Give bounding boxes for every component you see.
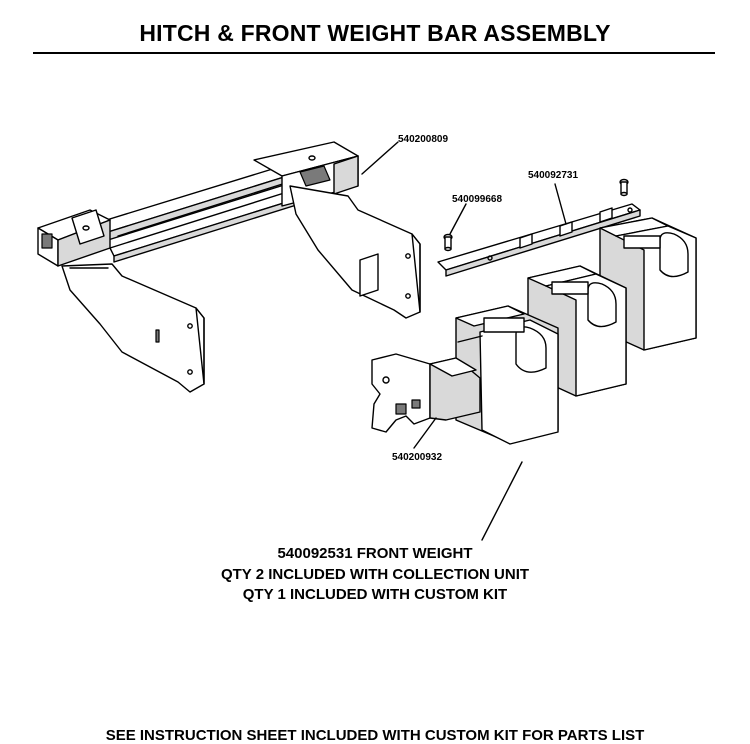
label-540092731: 540092731 [528, 170, 578, 181]
right-side-plate [289, 185, 421, 319]
caption-line-3: QTY 1 INCLUDED WITH CUSTOM KIT [242, 586, 508, 603]
leader-540200932 [413, 417, 437, 449]
right-clamp-slot [299, 165, 331, 187]
hitch-frame [37, 141, 421, 393]
caption-line-1: 540092531 FRONT WEIGHT [277, 545, 473, 562]
label-540099668: 540099668 [452, 194, 502, 205]
right-plate-tab [359, 253, 379, 297]
pin-left [443, 233, 453, 252]
page-title: HITCH & FRONT WEIGHT BAR ASSEMBLY [139, 20, 611, 46]
leader-front-weight [481, 461, 523, 541]
footer-note: SEE INSTRUCTION SHEET INCLUDED WITH CUST… [105, 727, 645, 744]
front-mount [371, 353, 481, 433]
front-weight-front [455, 305, 559, 445]
leader-540092731 [554, 183, 567, 225]
weight-bar-edge [445, 209, 641, 277]
leader-540200809 [361, 141, 399, 175]
label-540200809: 540200809 [398, 134, 448, 145]
label-540200932: 540200932 [392, 452, 442, 463]
title-underline [33, 52, 715, 54]
leader-540099668 [449, 203, 467, 235]
caption-line-2: QTY 2 INCLUDED WITH COLLECTION UNIT [220, 566, 530, 583]
pin-right [619, 178, 629, 197]
weight-bar [437, 203, 641, 277]
right-clamp-side [333, 155, 359, 195]
left-side-plate [61, 263, 205, 393]
